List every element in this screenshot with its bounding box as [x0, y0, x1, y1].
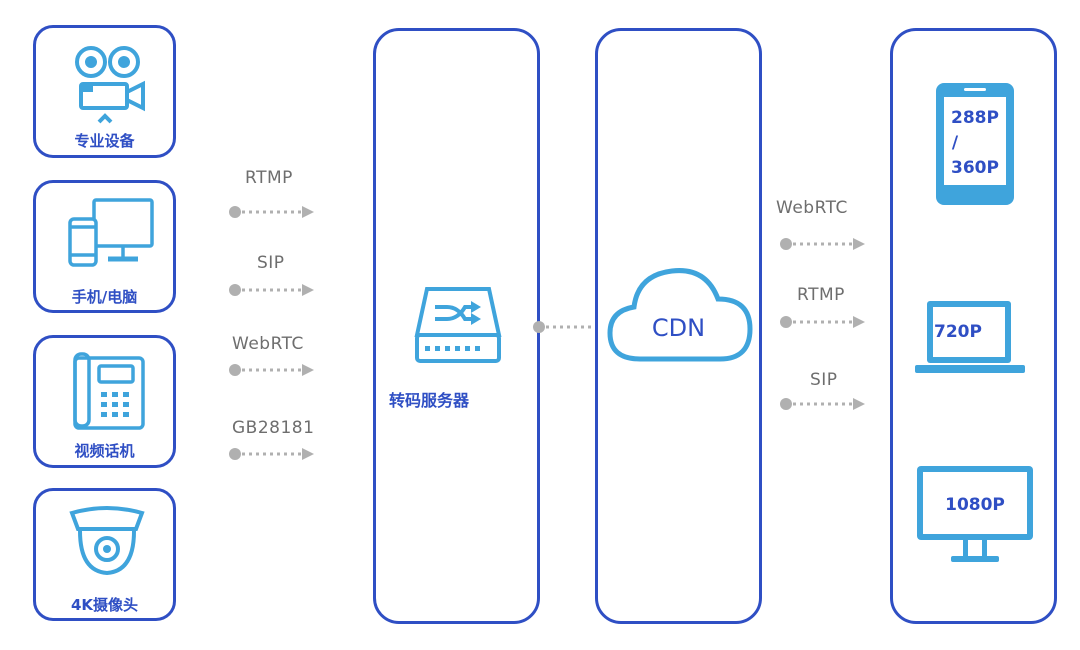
input-protocol-label: RTMP: [245, 168, 293, 188]
phone-icon: [936, 83, 1014, 205]
dotted-arrow: [780, 238, 865, 250]
dotted-arrow: [780, 398, 865, 410]
source-label: 专业设备: [74, 132, 135, 150]
dotted-arrow: [229, 364, 314, 376]
dome-camera-icon: [69, 506, 145, 576]
laptop-icon: [915, 301, 1025, 373]
dotted-arrow: [229, 284, 314, 296]
server-switch-icon: [414, 287, 502, 363]
monitor-icon: [917, 466, 1033, 562]
output-protocol-label: RTMP: [797, 285, 845, 305]
source-camcorder-card: 专业设备: [33, 25, 176, 158]
transcode-server-label: 转码服务器: [389, 391, 470, 410]
dotted-arrow: [780, 316, 865, 328]
output-res-label: 1080P: [945, 495, 1005, 515]
output-devices-column: 288P / 360P 720P 1080P: [890, 28, 1057, 624]
phone-monitor-icon: [68, 198, 154, 267]
source-4k-camera-card: 4K摄像头: [33, 488, 176, 621]
source-label: 手机/电脑: [71, 288, 138, 306]
output-protocol-label: SIP: [810, 370, 838, 390]
dotted-arrow: [229, 448, 314, 460]
input-protocol-label: GB28181: [232, 418, 315, 438]
input-protocol-label: WebRTC: [232, 334, 304, 354]
output-protocol-label: WebRTC: [776, 198, 848, 218]
source-deskphone-card: 视频话机: [33, 335, 176, 468]
dotted-arrow: [229, 206, 314, 218]
desk-phone-icon: [73, 352, 145, 430]
camcorder-icon: [75, 46, 145, 124]
cdn-column: CDN: [595, 28, 762, 624]
cloud-icon: [607, 268, 753, 362]
output-res-label: /: [951, 133, 959, 153]
input-protocol-label: SIP: [257, 253, 285, 273]
output-res-label: 720P: [934, 322, 982, 342]
cdn-label: CDN: [651, 314, 706, 342]
output-res-label: 288P: [951, 108, 999, 128]
source-label: 4K摄像头: [70, 596, 139, 614]
source-label: 视频话机: [74, 442, 135, 460]
output-res-label: 360P: [951, 158, 999, 178]
source-phone-pc-card: 手机/电脑: [33, 180, 176, 313]
transcode-server-column: 转码服务器: [373, 28, 540, 624]
